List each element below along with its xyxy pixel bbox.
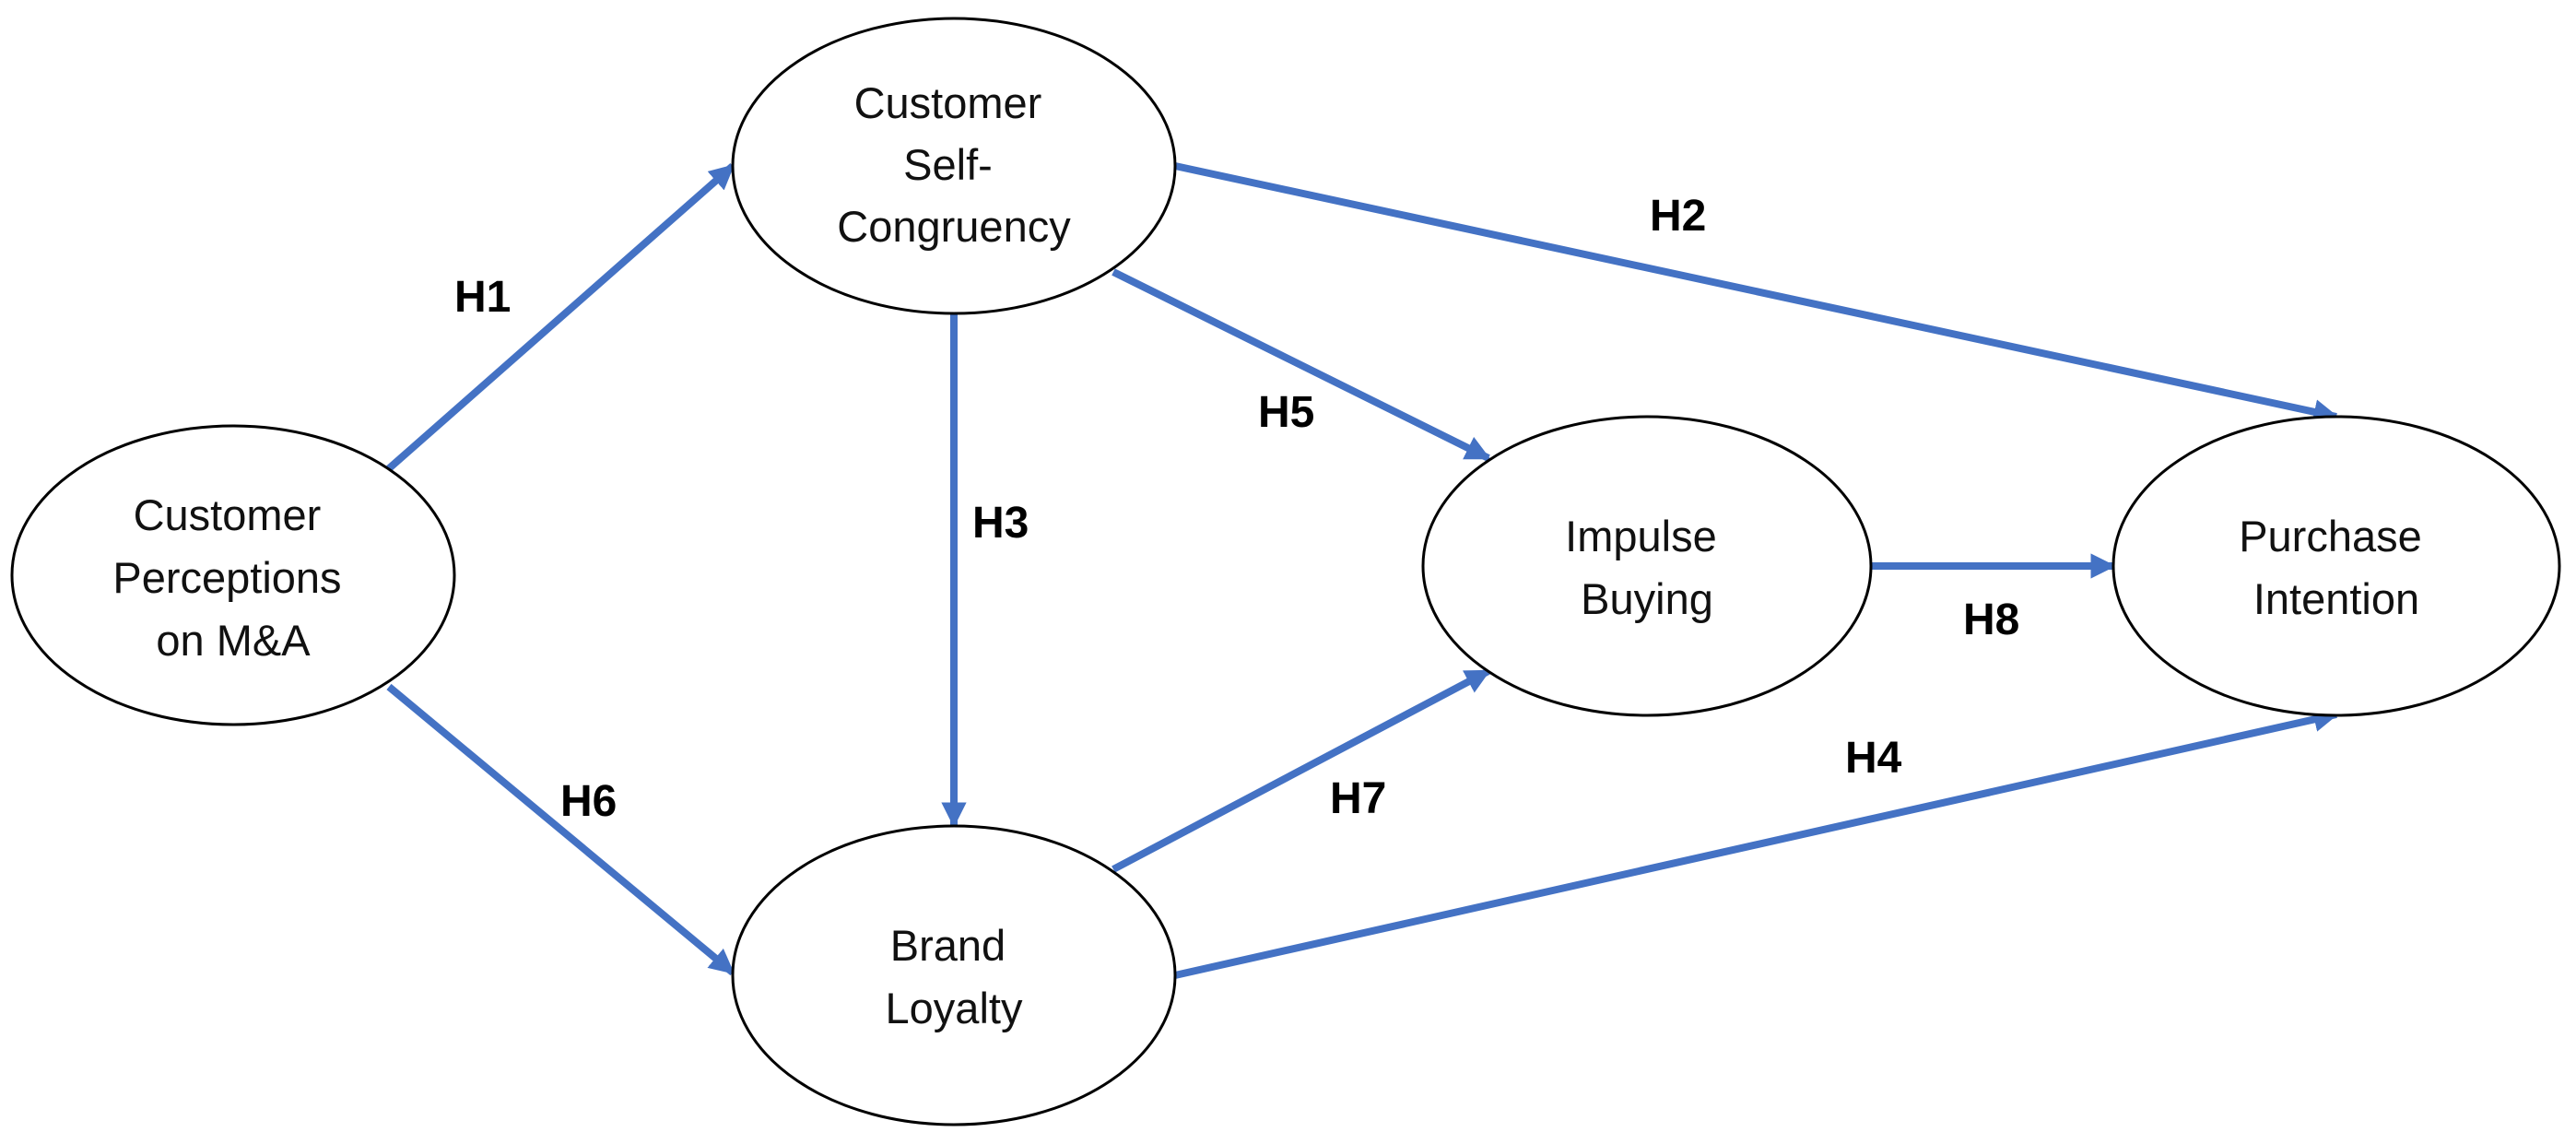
svg-text:Brand Loyalty: Brand Loyalty [886,921,1023,1032]
node-label-line: Purchase [2239,512,2422,560]
edge-label-h1: H1 [454,273,511,322]
svg-text:Impulse Buying: Impulse Buying [1565,512,1729,623]
edge-h7-arrow [1112,667,1491,873]
node-label-line: Congruency [837,202,1071,251]
node-label-line: Self- [903,140,993,189]
node-impulse-buying: Impulse Buying [1421,415,1873,717]
node-customer-self-congruency: Customer Self- Congruency [731,17,1177,315]
node-label-line: on M&A [156,616,311,665]
node-purchase-intention: Purchase Intention [2111,415,2561,717]
edges-layer [384,162,2339,979]
svg-text:Customer Self-: Customer Self- Congruency [837,78,1071,251]
edge-label-h8: H8 [1963,596,2019,644]
node-label-line: Customer [854,78,1042,127]
node-label-line: Buying [1581,574,1713,623]
node-customer-perceptions: Customer Perceptions on M&A [10,424,456,726]
edge-label-h7: H7 [1330,774,1386,823]
node-label-line: Brand [890,921,1006,970]
edge-h1-arrow [384,162,735,474]
svg-text:Customer Perceptions: Customer Perceptions on M&A [112,490,353,665]
node-label-line: Loyalty [886,984,1023,1032]
nodes-layer: Customer Perceptions on M&A Customer Sel… [10,17,2561,1126]
node-brand-loyalty: Brand Loyalty [731,824,1177,1126]
edge-label-h3: H3 [972,499,1029,548]
node-label-line: Impulse [1565,512,1717,560]
svg-text:Purchase Intention: Purchase Intention [2239,512,2434,623]
node-label-line: Customer [134,490,322,539]
edge-h2-arrow [1174,162,2339,425]
edge-label-h4: H4 [1845,734,1902,783]
edge-h6-arrow [386,683,735,976]
edge-h4-arrow [1174,707,2339,979]
edge-label-h2: H2 [1650,192,1706,241]
edge-label-h5: H5 [1258,388,1314,437]
node-label-line: Perceptions [112,553,341,602]
edge-label-h6: H6 [560,777,617,826]
edge-h5-arrow [1112,268,1491,462]
node-label-line: Intention [2253,574,2419,623]
edge-labels-layer: H1 H2 H3 H4 H5 H6 H7 H8 [454,192,2019,826]
